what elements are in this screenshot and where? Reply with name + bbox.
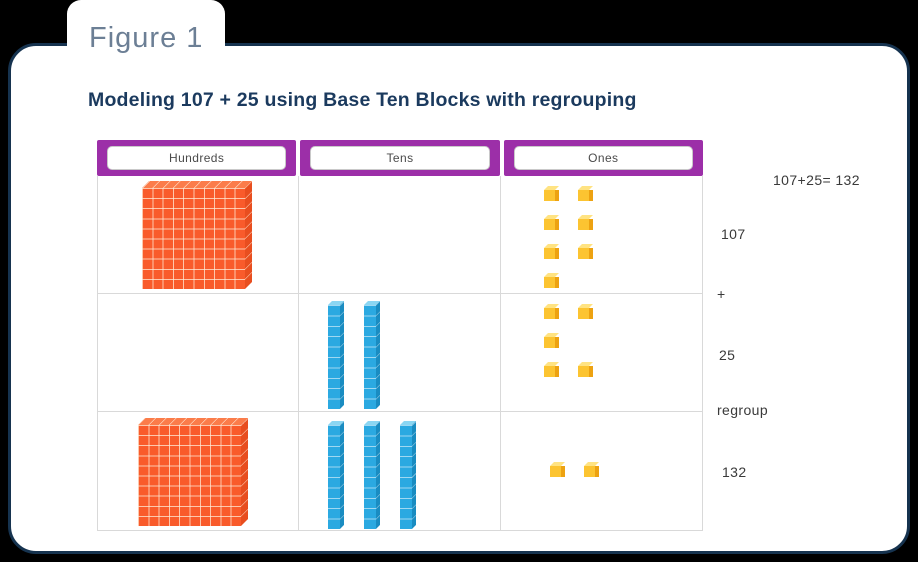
cell-tens-row1	[299, 176, 501, 294]
figure-label: Figure 1	[89, 22, 204, 54]
hundred-flat-block	[142, 181, 254, 290]
cell-ones-row3	[501, 412, 702, 530]
one-cube-block	[583, 462, 600, 478]
one-cube-block	[543, 244, 560, 260]
cell-hundreds-row3	[98, 412, 300, 530]
one-cube-block	[577, 186, 594, 202]
cell-ones-row1	[500, 176, 702, 294]
cell-tens-row2	[299, 294, 501, 412]
figure-title: Modeling 107 + 25 using Base Ten Blocks …	[88, 89, 637, 111]
table-body	[97, 176, 703, 531]
one-cube-block	[543, 304, 560, 320]
one-cube-block	[577, 362, 594, 378]
header-col-hundreds: Hundreds	[97, 140, 297, 176]
regroup-label: regroup	[717, 402, 769, 418]
cell-hundreds-row2	[98, 294, 300, 412]
one-cube-block	[543, 362, 560, 378]
ones-group	[543, 304, 612, 391]
empty-slot	[578, 333, 612, 362]
one-cube-block	[577, 304, 594, 320]
hundreds-group	[142, 181, 254, 290]
one-cube-block	[577, 215, 594, 231]
header-col-ones: Ones	[503, 140, 703, 176]
ones-group	[549, 462, 618, 491]
ones-group	[543, 186, 612, 302]
base-ten-table: Hundreds Tens Ones	[97, 140, 703, 531]
one-cube-block	[577, 244, 594, 260]
ten-rod-block	[400, 421, 417, 530]
plus-operator: +	[717, 286, 726, 302]
one-cube-block	[543, 186, 560, 202]
header-label-ones: Ones	[513, 146, 693, 170]
tens-group	[328, 421, 417, 530]
tens-group	[328, 301, 381, 410]
addend1-text: 107	[721, 226, 746, 242]
addend2-text: 25	[719, 347, 736, 363]
hundreds-group	[138, 418, 250, 527]
equation-text: 107+25= 132	[773, 172, 860, 188]
table-header: Hundreds Tens Ones	[97, 140, 703, 176]
cell-ones-row2	[500, 294, 702, 412]
hundred-flat-block	[138, 418, 250, 527]
header-col-tens: Tens	[300, 140, 500, 176]
figure-tab: Figure 1	[67, 0, 225, 58]
cell-tens-row3	[299, 412, 501, 530]
sum-text: 132	[722, 464, 747, 480]
ten-rod-block	[364, 301, 381, 410]
header-label-hundreds: Hundreds	[107, 146, 287, 170]
ten-rod-block	[328, 421, 345, 530]
cell-hundreds-row1	[98, 176, 300, 294]
ten-rod-block	[328, 301, 345, 410]
one-cube-block	[543, 215, 560, 231]
one-cube-block	[543, 333, 560, 349]
header-label-tens: Tens	[310, 146, 490, 170]
ten-rod-block	[364, 421, 381, 530]
one-cube-block	[543, 273, 560, 289]
one-cube-block	[549, 462, 566, 478]
